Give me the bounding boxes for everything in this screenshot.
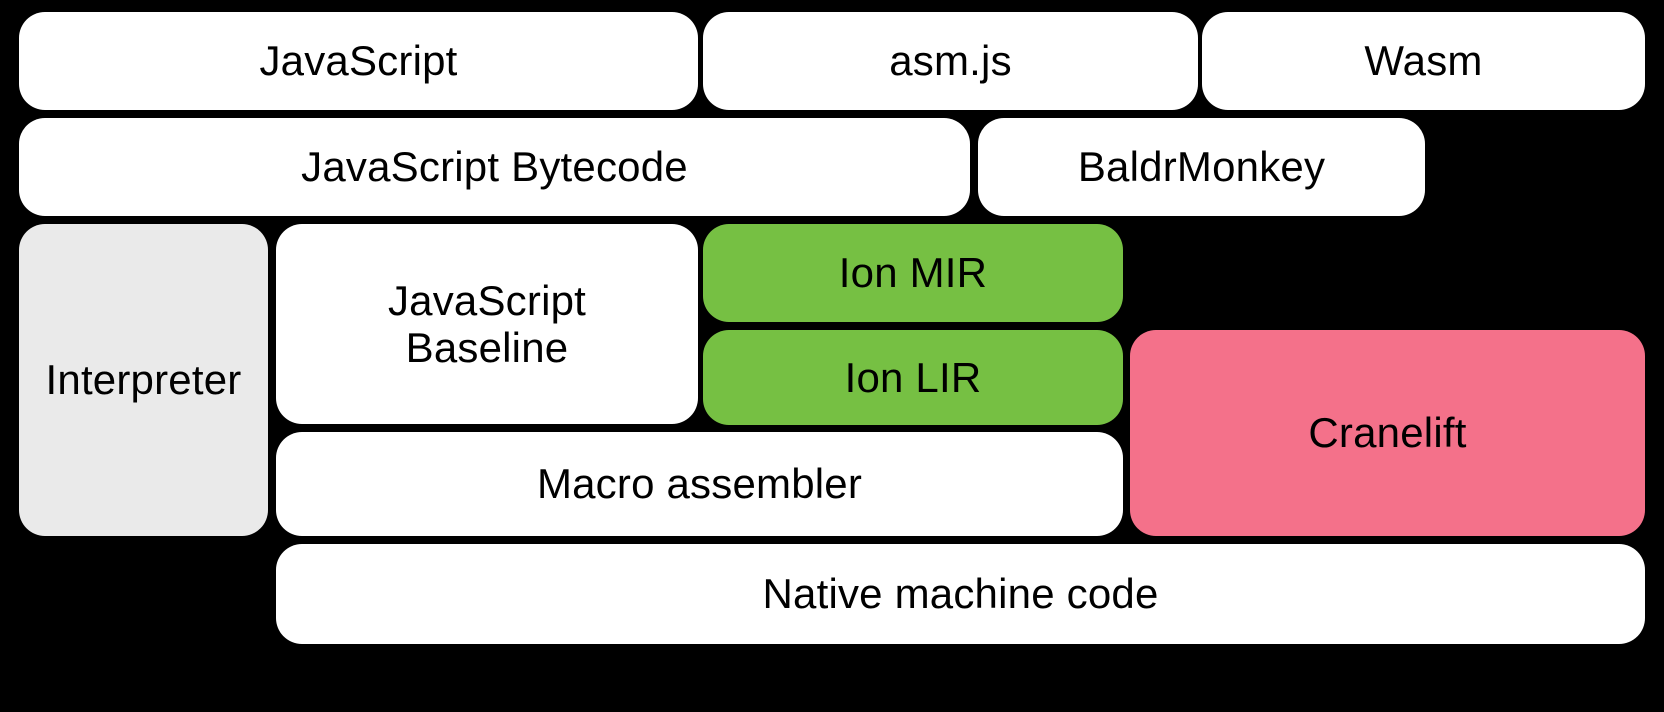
node-label-ion-lir: Ion LIR (844, 353, 982, 401)
node-label-interpreter: Interpreter (45, 356, 242, 404)
node-label-macro-assembler: Macro assembler (536, 460, 863, 508)
node-label-wasm: Wasm (1364, 37, 1483, 85)
node-javascript-baseline: JavaScript Baseline (276, 224, 698, 424)
node-label-asm-js: asm.js (889, 37, 1012, 85)
node-javascript-bytecode: JavaScript Bytecode (19, 118, 970, 216)
node-label-ion-mir: Ion MIR (838, 249, 988, 297)
node-cranelift: Cranelift (1130, 330, 1645, 536)
node-asm-js: asm.js (703, 12, 1198, 110)
node-native-machine-code: Native machine code (276, 544, 1645, 644)
node-javascript: JavaScript (19, 12, 698, 110)
node-label-javascript-baseline: JavaScript Baseline (387, 276, 587, 371)
node-label-native-machine-code: Native machine code (762, 570, 1159, 618)
node-label-baldrmonkey: BaldrMonkey (1077, 143, 1326, 191)
node-label-cranelift: Cranelift (1308, 409, 1467, 457)
node-macro-assembler: Macro assembler (276, 432, 1123, 536)
node-label-javascript: JavaScript (259, 37, 458, 85)
node-wasm: Wasm (1202, 12, 1645, 110)
node-interpreter: Interpreter (19, 224, 268, 536)
node-ion-lir: Ion LIR (703, 330, 1123, 425)
node-label-javascript-bytecode: JavaScript Bytecode (301, 143, 688, 191)
node-ion-mir: Ion MIR (703, 224, 1123, 322)
node-baldrmonkey: BaldrMonkey (978, 118, 1425, 216)
